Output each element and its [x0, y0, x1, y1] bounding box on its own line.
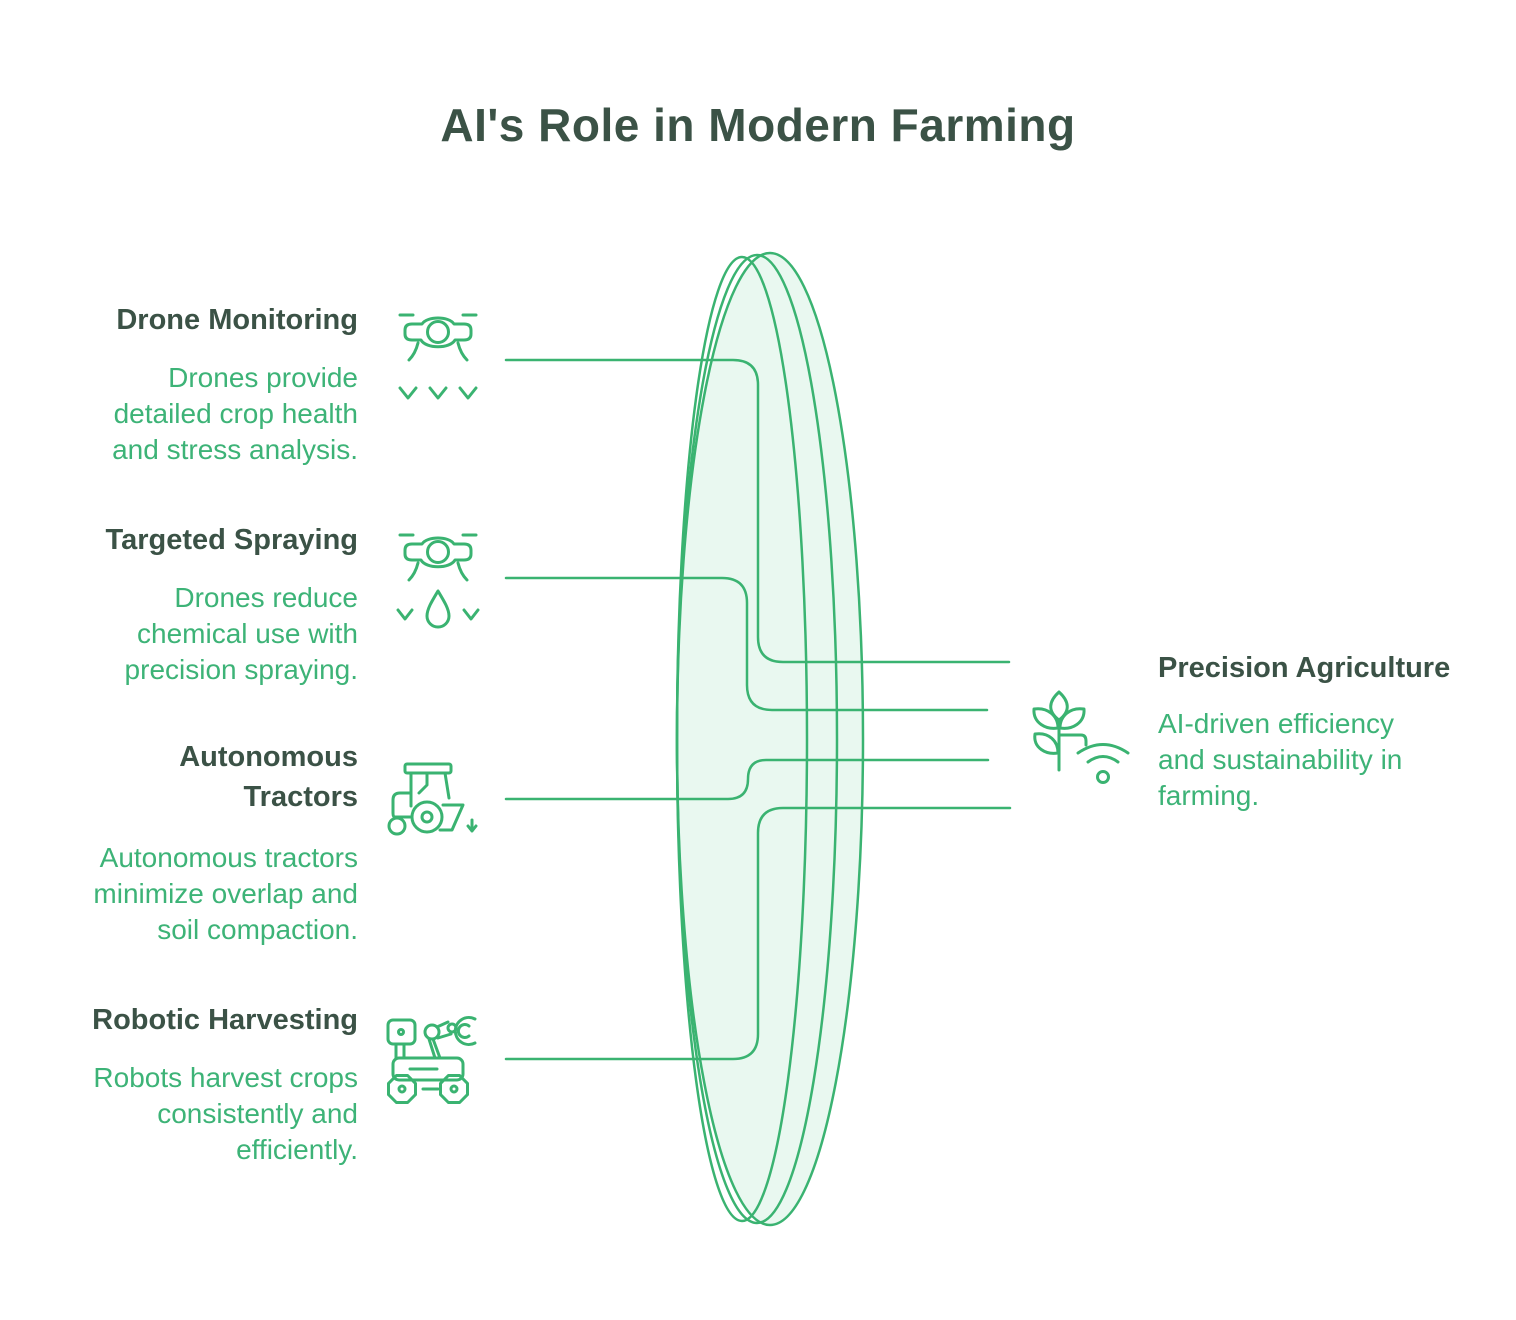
autonomous-tractor-icon [387, 762, 478, 836]
page-title: AI's Role in Modern Farming [440, 99, 1076, 151]
lens-outlines [675, 251, 865, 1227]
drone-monitoring-description: Drones provide detailed crop health and … [112, 362, 358, 465]
precision-agriculture-heading: Precision Agriculture [1158, 652, 1451, 684]
autonomous-tractors-heading: Autonomous Tractors [179, 741, 358, 813]
plant-wifi-icon [1032, 690, 1130, 784]
targeted-spraying-heading: Targeted Spraying [105, 524, 358, 556]
harvest-robot-icon [386, 1016, 477, 1104]
targeted-spraying-description: Drones reduce chemical use with precisio… [124, 582, 358, 685]
precision-agriculture-description: AI-driven efficiency and sustainability … [1158, 708, 1403, 811]
drone-monitoring-heading: Drone Monitoring [116, 304, 358, 336]
connector-autonomous-tractors [504, 758, 990, 801]
lens-fill [677, 253, 863, 1225]
robotic-harvesting-description: Robots harvest crops consistently and ef… [93, 1062, 358, 1165]
drone-spraying-icon [396, 533, 480, 629]
connector-drone-monitoring [504, 358, 1011, 664]
autonomous-tractors-description: Autonomous tractors minimize overlap and… [93, 842, 358, 945]
drone-monitoring-icon [398, 313, 478, 400]
robotic-harvesting-heading: Robotic Harvesting [92, 1004, 358, 1036]
connector-robotic-harvesting [504, 806, 1012, 1061]
connector-targeted-spraying [504, 576, 989, 712]
